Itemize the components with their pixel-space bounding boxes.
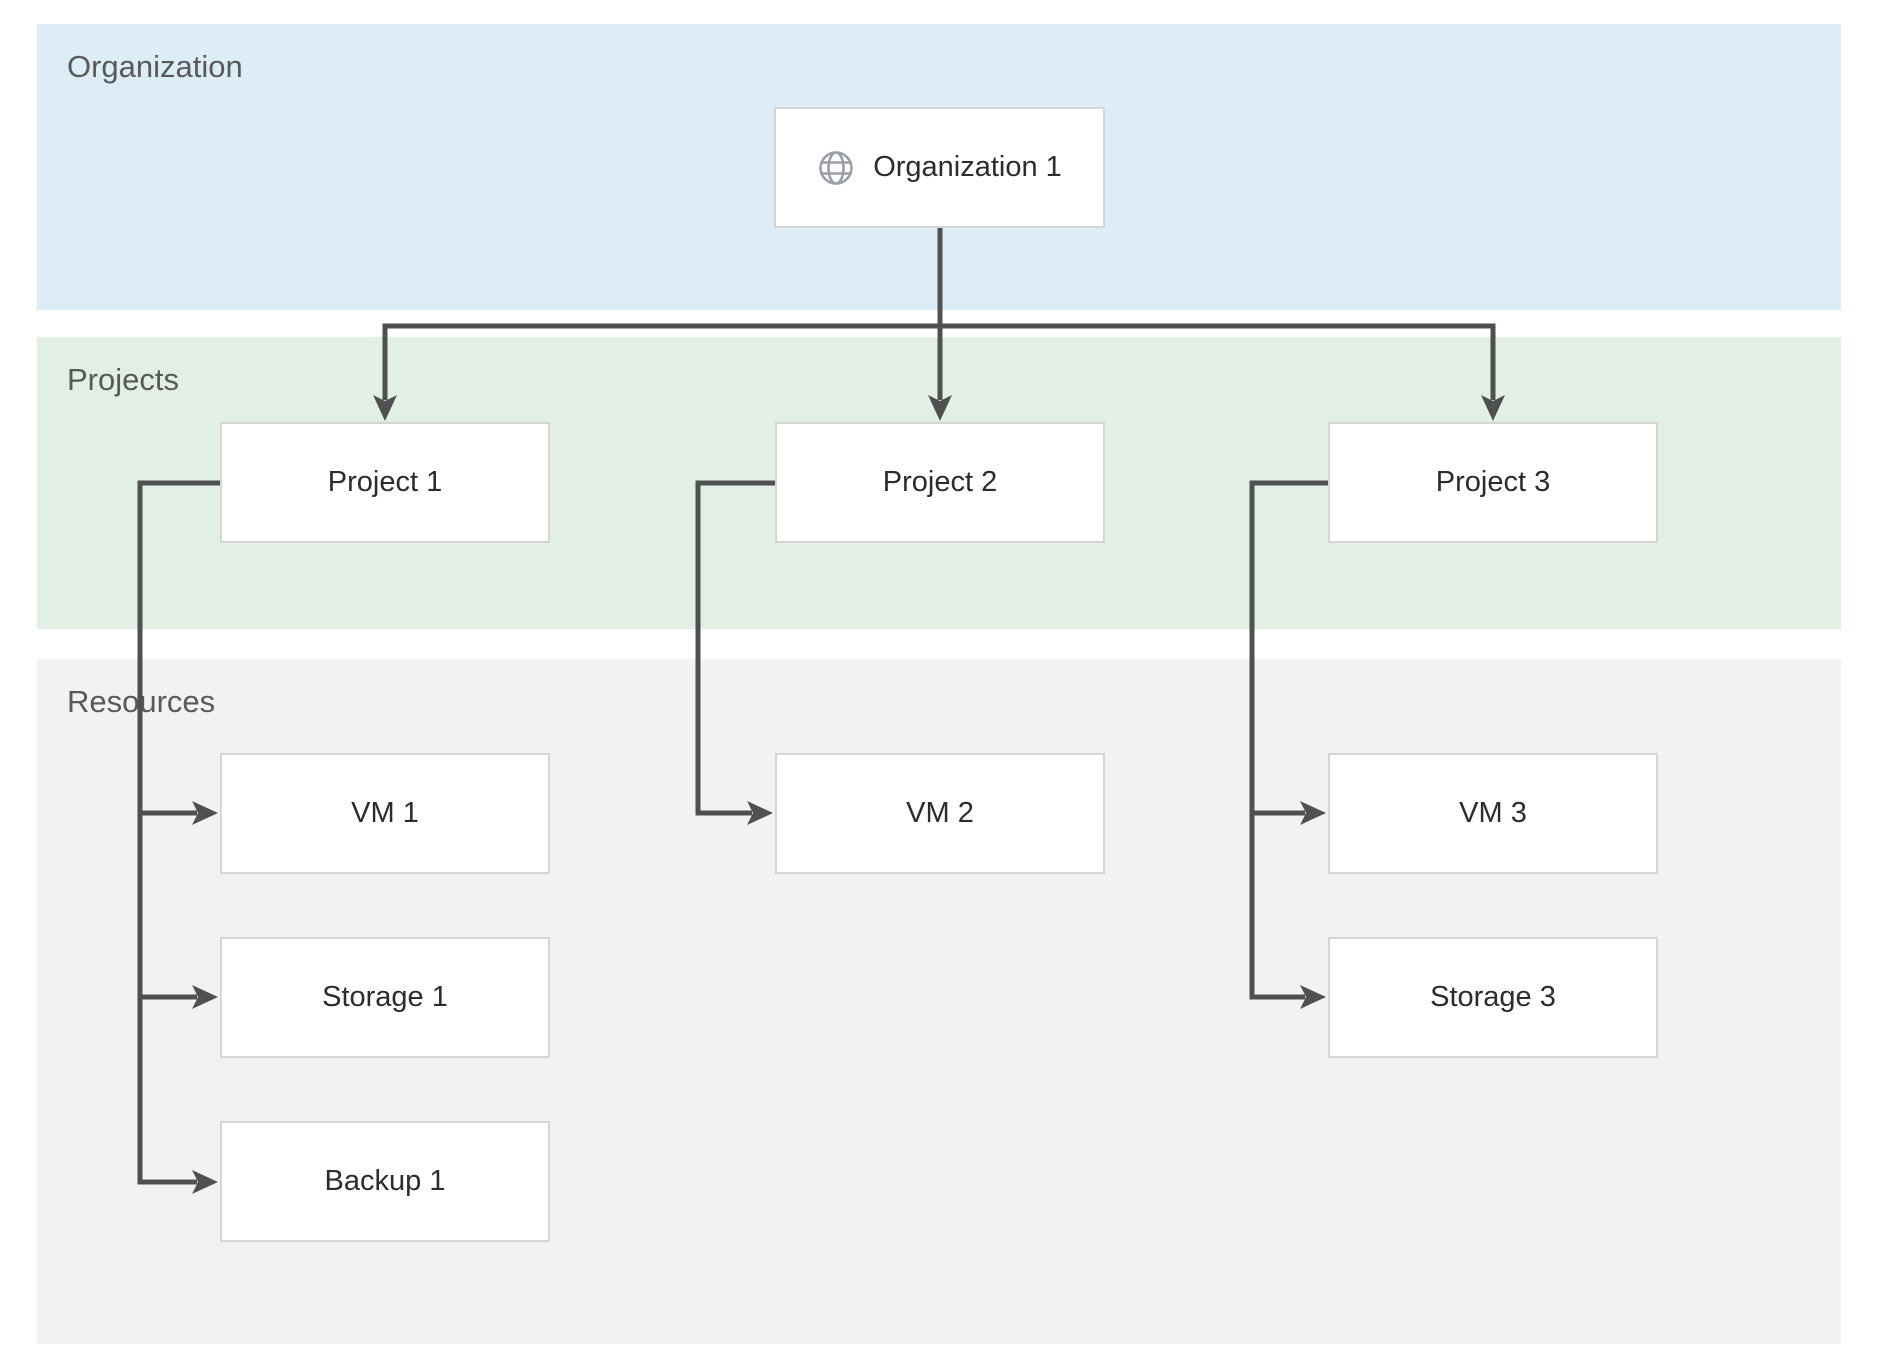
node-storage-1: Storage 1 [220,937,550,1058]
node-organization-1-label: Organization 1 [873,151,1062,183]
resources-band-label: Resources [67,684,216,719]
node-storage-3-label: Storage 3 [1430,981,1556,1013]
node-organization-1: Organization 1 [774,107,1105,228]
node-project-2-label: Project 2 [882,466,998,498]
node-project-1: Project 1 [220,422,550,543]
node-vm-1: VM 1 [220,753,550,874]
node-backup-1-label: Backup 1 [324,1165,446,1197]
globe-icon [819,150,853,185]
node-project-3: Project 3 [1328,422,1658,543]
node-backup-1: Backup 1 [220,1121,550,1242]
node-storage-1-label: Storage 1 [322,981,448,1013]
node-storage-3: Storage 3 [1328,937,1658,1058]
node-vm-3: VM 3 [1328,753,1658,874]
node-vm-2-label: VM 2 [906,797,974,829]
node-vm-3-label: VM 3 [1459,797,1527,829]
node-vm-2: VM 2 [775,753,1105,874]
organization-band-label: Organization [67,49,243,84]
node-project-2: Project 2 [775,422,1105,543]
node-project-1-label: Project 1 [327,466,443,498]
node-vm-1-label: VM 1 [351,797,419,829]
node-project-3-label: Project 3 [1435,466,1551,498]
projects-band-label: Projects [67,362,179,397]
